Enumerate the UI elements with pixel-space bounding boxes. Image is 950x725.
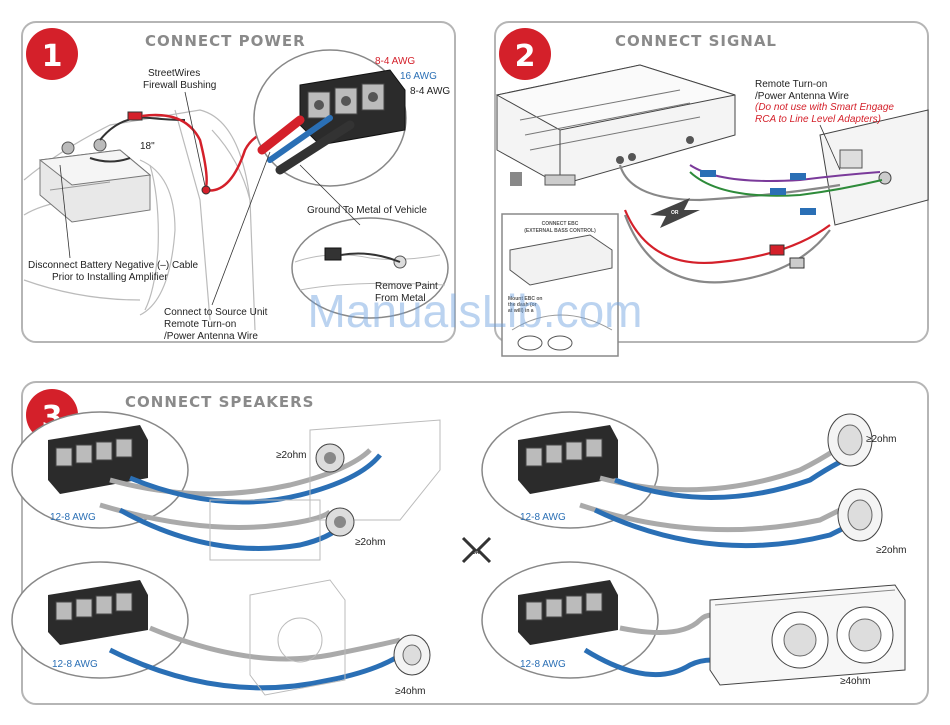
awg-blue-label: 16 AWG — [400, 71, 437, 82]
car-outline — [23, 109, 256, 331]
amp-speaker-terminal — [48, 580, 148, 645]
ground-zoom — [291, 217, 449, 319]
remove-paint-label-1: Remove Paint — [375, 281, 438, 292]
ebc-mount-3: at will) in a — [508, 308, 534, 314]
remote-note-1: (Do not use with Smart Engage — [755, 102, 894, 113]
amp-speaker-terminal — [518, 580, 618, 645]
panel-connect-power: 1 CONNECT POWER 18" StreetWires — [21, 21, 456, 343]
speaker-diagram-2x2ohm-subs: 12-8 AWG ≥2ohm ≥2ohm — [481, 411, 907, 556]
head-unit — [819, 109, 929, 226]
source-label-1: Connect to Source Unit — [164, 307, 268, 318]
remote-label-2: /Power Antenna Wire — [755, 91, 849, 102]
subwoofer-enclosure — [709, 584, 906, 686]
step-1-badge — [26, 28, 78, 80]
ohm-label-a-top: ≥2ohm — [276, 450, 307, 461]
ebc-inset: CONNECT EBC (EXTERNAL BASS CONTROL) Moun… — [501, 213, 619, 357]
firewall-label-1: StreetWires — [148, 68, 200, 79]
ground-label: Ground To Metal of Vehicle — [307, 205, 427, 216]
fuse-distance-label: 18" — [140, 141, 155, 152]
awg-black-label: 8-4 AWG — [410, 86, 450, 97]
battery — [38, 138, 152, 223]
battery-terminal-positive — [93, 138, 107, 152]
svg-text:OR: OR — [472, 550, 480, 556]
panel3-or-marker: OR — [461, 536, 492, 564]
ebc-label-1: CONNECT EBC — [542, 221, 579, 227]
speaker-diagram-1x4ohm-box: 12-8 AWG ≥4ohm — [11, 561, 431, 697]
amplifier — [495, 64, 736, 186]
disconnect-label-1: Disconnect Battery Negative (–) Cable — [28, 260, 199, 271]
ohm-label-d: ≥4ohm — [840, 676, 871, 687]
firewall-bushing — [201, 185, 211, 195]
ohm-label-a-bottom: ≥2ohm — [355, 537, 386, 548]
ohm-label-b-bottom: ≥2ohm — [876, 545, 907, 556]
panel2-title: CONNECT SIGNAL — [615, 32, 777, 50]
ebc-label-2: (EXTERNAL BASS CONTROL) — [524, 228, 596, 234]
or-arrow: OR — [650, 198, 700, 228]
remove-paint-label-2: From Metal — [375, 293, 426, 304]
subwoofer-top — [827, 413, 873, 467]
step-1-number: 1 — [42, 39, 63, 74]
door-speaker-bottom — [325, 507, 355, 537]
watermark: ManualsLib.com — [308, 285, 643, 337]
amp-power-terminal-zoom — [253, 49, 407, 187]
awg-label-c: 12-8 AWG — [52, 659, 98, 670]
ebc-mount-1: Mount EBC on — [508, 296, 542, 302]
subwoofer-bottom — [837, 488, 883, 542]
speaker-diagram-2x2ohm-doors: 12-8 AWG ≥2ohm ≥2ohm — [11, 411, 441, 561]
panel-connect-signal: 2 CONNECT SIGNAL — [494, 21, 929, 357]
source-label-3: /Power Antenna Wire — [164, 331, 258, 342]
awg-red-label: 8-4 AWG — [375, 56, 415, 67]
remote-note-2: RCA to Line Level Adapters) — [755, 114, 881, 125]
amp-speaker-terminal — [48, 425, 148, 494]
awg-label-d: 12-8 AWG — [520, 659, 566, 670]
firewall-label-2: Firewall Bushing — [143, 80, 216, 91]
awg-label-a: 12-8 AWG — [50, 512, 96, 523]
battery-terminal-negative — [61, 141, 75, 155]
step-2-number: 2 — [515, 39, 536, 74]
ohm-label-b-top: ≥2ohm — [866, 434, 897, 445]
panel-connect-speakers: 3 CONNECT SPEAKERS OR — [11, 381, 929, 705]
awg-label-b: 12-8 AWG — [520, 512, 566, 523]
ohm-label-c: ≥4ohm — [395, 686, 426, 697]
panel3-title: CONNECT SPEAKERS — [125, 393, 314, 411]
disconnect-label-2: Prior to Installing Amplifier — [52, 272, 168, 283]
ebc-mount-2: the dash (or — [508, 302, 537, 308]
speaker-diagram-1x4ohm-dual-box: 12-8 AWG ≥4ohm — [481, 561, 906, 687]
speaker-4ohm — [393, 634, 431, 676]
step-2-badge — [499, 28, 551, 80]
source-label-2: Remote Turn-on — [164, 319, 236, 330]
door-speaker-top — [315, 443, 345, 473]
remote-label-1: Remote Turn-on — [755, 79, 827, 90]
fuse-holder — [127, 111, 143, 121]
svg-text:OR: OR — [671, 210, 679, 216]
panel1-title: CONNECT POWER — [145, 32, 306, 50]
amp-speaker-terminal — [518, 425, 618, 494]
